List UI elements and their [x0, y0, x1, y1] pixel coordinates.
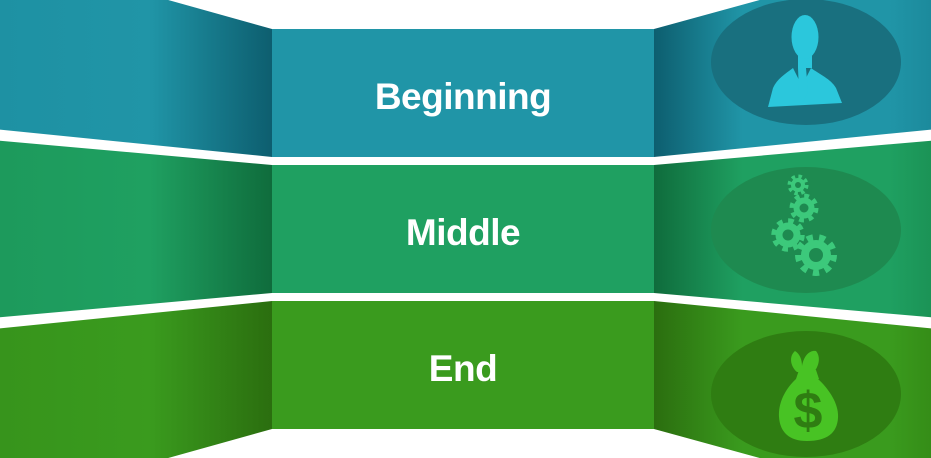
gears-icon — [771, 174, 837, 276]
money-bag-icon: $ — [778, 350, 839, 441]
businessman-icon — [768, 15, 842, 107]
gear-small — [787, 174, 809, 196]
band-beginning — [0, 0, 931, 157]
band-middle — [0, 140, 931, 318]
band-end: $ — [0, 301, 931, 458]
dollar-sign: $ — [794, 382, 823, 440]
gear-medium-top — [789, 193, 819, 223]
businessman-head — [791, 15, 819, 59]
end-center-panel — [272, 301, 654, 429]
gear-large — [795, 234, 837, 276]
money-bag-ruffle — [791, 350, 819, 372]
middle-icon-ellipse — [711, 167, 901, 293]
businessman-tie — [798, 68, 808, 102]
middle-center-panel — [272, 165, 654, 293]
beginning-left-panel — [0, 0, 272, 157]
end-left-panel — [0, 301, 272, 458]
middle-left-panel — [0, 140, 272, 318]
money-bag-body — [778, 378, 839, 441]
gear-medium-left — [771, 218, 805, 252]
money-bag-neck — [796, 370, 819, 379]
beginning-center-panel — [272, 29, 654, 157]
